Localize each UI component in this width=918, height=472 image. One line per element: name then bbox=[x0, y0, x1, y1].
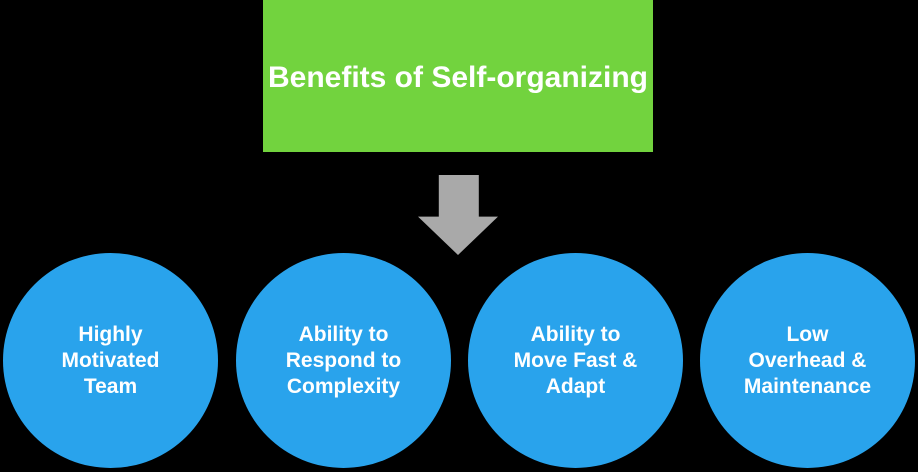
benefit-line: Low bbox=[786, 322, 829, 346]
benefit-line: Ability to bbox=[298, 322, 389, 346]
benefit-line: Ability to bbox=[530, 322, 621, 346]
benefit-label: Ability to Move Fast & Adapt bbox=[514, 322, 638, 400]
benefit-line: Move Fast & bbox=[513, 348, 638, 372]
benefit-circle-low-overhead-maintenance: Low Overhead & Maintenance bbox=[700, 253, 915, 468]
diagram-title: Benefits of Self-organizing bbox=[267, 61, 648, 94]
header-box: Benefits of Self-organizing bbox=[263, 0, 653, 152]
benefit-line: Adapt bbox=[545, 374, 606, 398]
benefit-line: Motivated bbox=[61, 348, 160, 372]
benefit-circle-highly-motivated-team: Highly Motivated Team bbox=[3, 253, 218, 468]
benefit-circle-respond-to-complexity: Ability to Respond to Complexity bbox=[236, 253, 451, 468]
benefit-line: Highly bbox=[78, 322, 143, 346]
benefit-line: Overhead & bbox=[748, 348, 867, 372]
benefit-line: Team bbox=[83, 374, 138, 398]
benefit-label: Ability to Respond to Complexity bbox=[286, 322, 402, 400]
benefit-line: Maintenance bbox=[743, 374, 872, 398]
benefit-circle-move-fast-adapt: Ability to Move Fast & Adapt bbox=[468, 253, 683, 468]
benefit-label: Low Overhead & Maintenance bbox=[744, 322, 871, 400]
down-arrow-icon bbox=[418, 175, 498, 255]
benefit-line: Respond to bbox=[285, 348, 402, 372]
benefit-label: Highly Motivated Team bbox=[61, 322, 159, 400]
benefit-line: Complexity bbox=[286, 374, 401, 398]
